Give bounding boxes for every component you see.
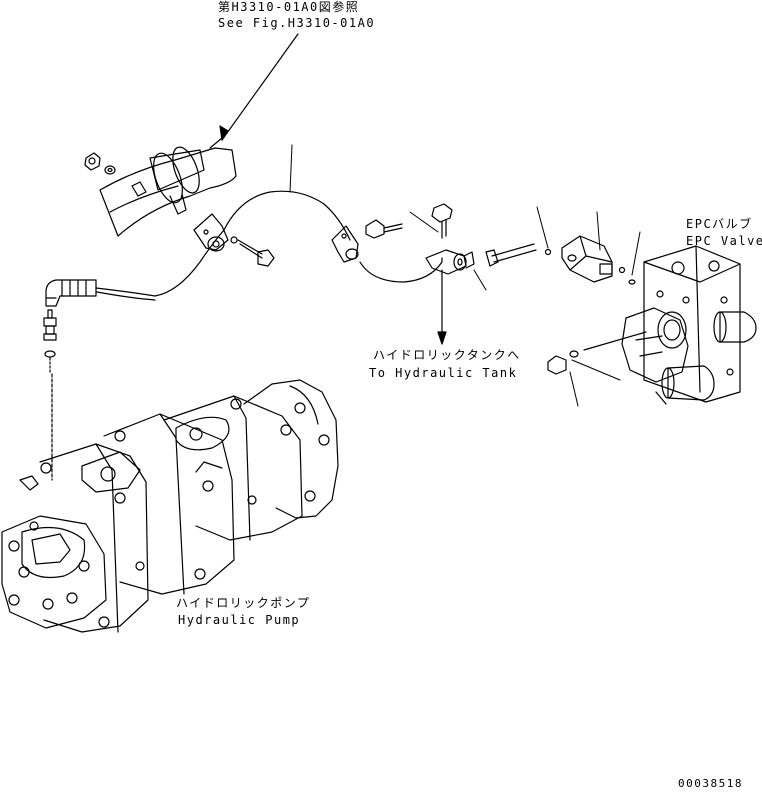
- long-bolt: [486, 244, 551, 266]
- adapter-fitting: [44, 310, 56, 372]
- hose-clip-middle: [332, 226, 358, 262]
- tank-tee-fitting: [426, 250, 474, 344]
- pilot-line: [96, 191, 442, 300]
- hose-clip-left: [194, 214, 228, 251]
- plug-screw: [548, 351, 578, 374]
- solenoid-block: [562, 236, 635, 284]
- tank-label-en: To Hydraulic Tank: [369, 366, 518, 380]
- bolt-left: [231, 237, 274, 266]
- bolt-middle-2: [432, 204, 452, 238]
- washer: [105, 166, 115, 174]
- pump-label-en: Hydraulic Pump: [178, 613, 301, 627]
- see-figure-label-en: See Fig.H3310-01A0: [218, 16, 376, 30]
- nut: [85, 153, 100, 170]
- epc-valve-label-en: EPC Valve: [686, 234, 762, 248]
- drawing-number: 00038518: [678, 777, 743, 790]
- epc-valve: [584, 246, 756, 404]
- reference-arrow: [220, 34, 298, 140]
- see-figure-label-jp: 第H3310-01A0図参照: [218, 0, 360, 14]
- bolt-middle-1: [366, 220, 402, 238]
- tank-label-jp: ハイドロリックタンクへ: [373, 348, 521, 362]
- hose-fitting-left: [46, 280, 96, 306]
- upper-hose-assembly: [100, 138, 236, 236]
- hydraulic-pump: [2, 374, 338, 632]
- epc-valve-label-jp: EPCバルブ: [686, 217, 753, 231]
- pump-label-jp: ハイドロリックポンプ: [176, 596, 311, 610]
